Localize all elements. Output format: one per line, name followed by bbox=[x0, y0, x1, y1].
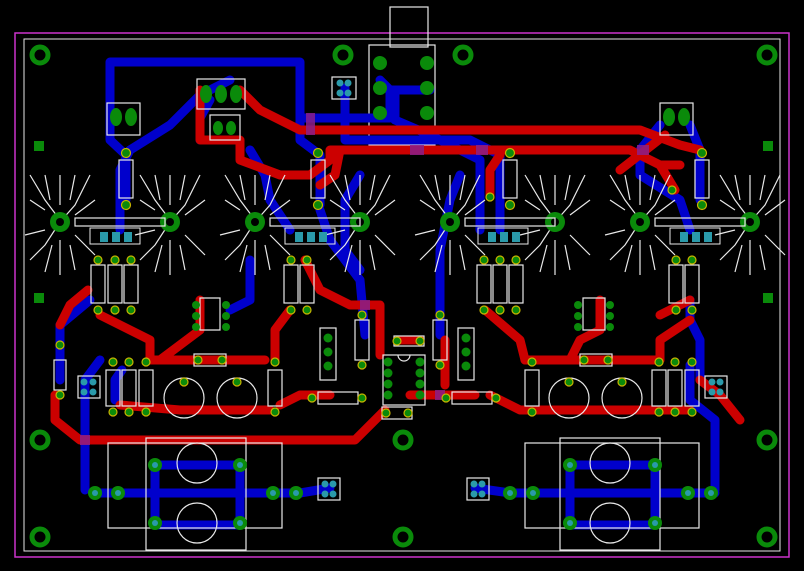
layer-overlap-marks bbox=[80, 113, 649, 445]
board-keepout-outline bbox=[23, 38, 781, 552]
fiducial-marks bbox=[34, 141, 773, 303]
ic-socket-footprint[interactable] bbox=[382, 354, 426, 406]
filter-capacitor-frames bbox=[107, 437, 700, 551]
mounting-hole-icon bbox=[29, 44, 778, 548]
heatsink-footprints bbox=[24, 174, 786, 276]
power-jack-footprint[interactable] bbox=[368, 6, 436, 146]
board-outline bbox=[14, 32, 790, 558]
small-pads[interactable] bbox=[55, 147, 708, 418]
resistor-footprints[interactable] bbox=[53, 159, 710, 407]
power-transistor-footprints[interactable] bbox=[89, 227, 721, 245]
pad-drill-holes bbox=[92, 462, 714, 526]
connector-footprints[interactable] bbox=[77, 76, 728, 501]
